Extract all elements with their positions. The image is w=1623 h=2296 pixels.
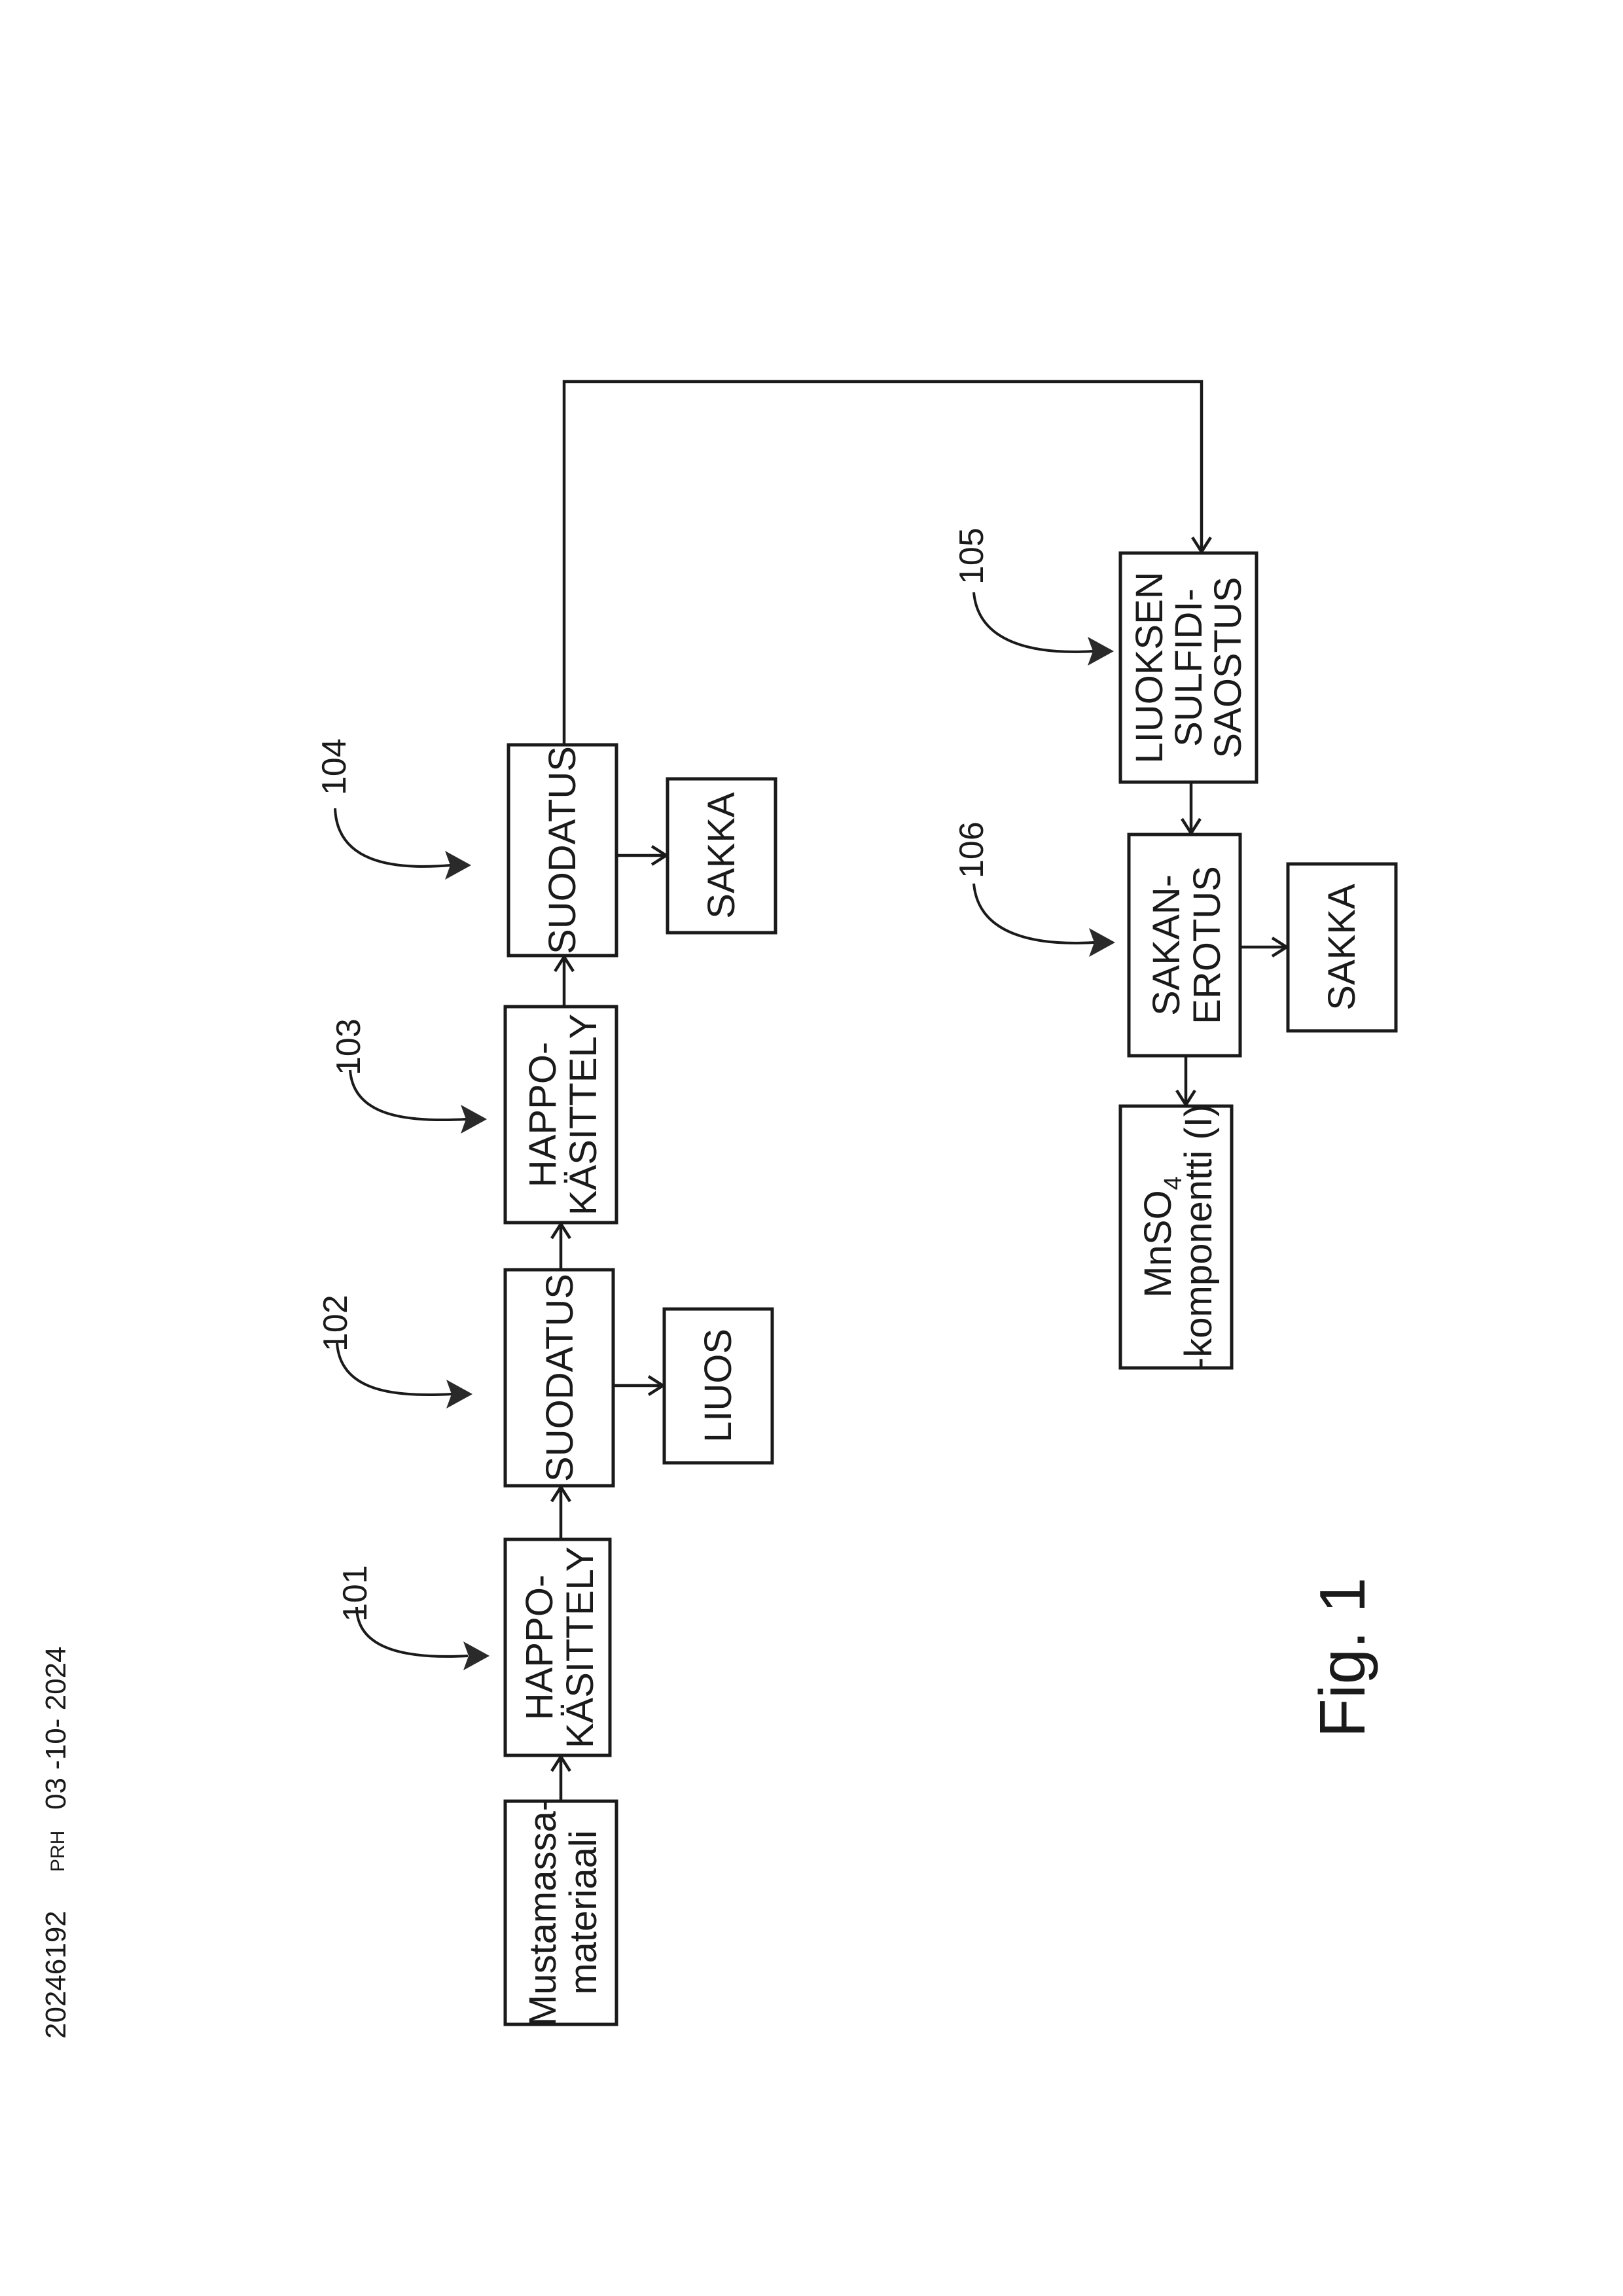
- ref-106-label: 106: [953, 821, 991, 878]
- application-number: 20246192: [40, 1910, 72, 2039]
- node-input-material-line2: materiaali: [562, 1830, 605, 1994]
- node-precipitate-separation: SAKAN- EROTUS: [1129, 834, 1240, 1056]
- node-input-material-line1: Mustamassa-: [522, 1799, 564, 2026]
- ref-103-label: 103: [330, 1018, 368, 1075]
- node-precipitate-2: SAKKA: [1288, 864, 1396, 1031]
- node-input-material: Mustamassa- materiaali: [505, 1799, 616, 2026]
- arrow-separation-to-mnso4: [1177, 1056, 1195, 1105]
- arrow-acid2-to-filtration2: [555, 957, 573, 1007]
- arrow-sulfide-to-separation: [1182, 782, 1200, 833]
- node-filtration-2: SUODATUS: [508, 745, 616, 956]
- node-solution: LIUOS: [664, 1309, 772, 1463]
- node-precipitate-2-label: SAKKA: [1321, 884, 1363, 1011]
- node-filtration-2-label: SUODATUS: [541, 746, 584, 954]
- node-acid-treatment-2-line1: HAPPO-: [522, 1042, 564, 1187]
- node-acid-treatment-1-line1: HAPPO-: [518, 1575, 561, 1720]
- ref-106: 106: [953, 821, 1115, 957]
- node-filtration-1: SUODATUS: [505, 1270, 613, 1486]
- node-sulfide-precipitation-line1: LIUOKSEN: [1128, 571, 1171, 763]
- node-solution-label: LIUOS: [697, 1329, 740, 1443]
- node-precipitate-separation-line1: SAKAN-: [1145, 874, 1188, 1016]
- node-acid-treatment-2-line2: KÄSITTELY: [562, 1014, 605, 1215]
- ref-105-label: 105: [953, 528, 991, 584]
- node-filtration-1-label: SUODATUS: [539, 1274, 581, 1482]
- arrow-filtration1-to-acid2: [552, 1224, 570, 1270]
- node-mnso4-component: MnSO4 -komponentti (I): [1120, 1104, 1232, 1370]
- arrow-separation-to-precipitate2: [1240, 938, 1287, 956]
- document-header: 20246192 PRH 03 -10- 2024: [40, 1646, 72, 2039]
- office-code: PRH: [47, 1831, 69, 1872]
- node-acid-treatment-2: HAPPO- KÄSITTELY: [505, 1007, 616, 1223]
- ref-101: 101: [336, 1565, 490, 1670]
- figure-label: Fig. 1: [1306, 1577, 1378, 1738]
- filing-date: 03 -10- 2024: [40, 1646, 72, 1810]
- node-acid-treatment-1-line2: KÄSITTELY: [559, 1547, 601, 1748]
- arrow-filtration2-to-sulfide-precipitation: [564, 382, 1211, 745]
- ref-102-label: 102: [317, 1295, 355, 1352]
- ref-101-label: 101: [336, 1565, 374, 1622]
- node-precipitate-1-label: SAKKA: [700, 792, 743, 919]
- figure-label-text: Fig. 1: [1306, 1577, 1378, 1738]
- node-precipitate-1: SAKKA: [668, 779, 776, 933]
- node-precipitate-separation-line2: EROTUS: [1186, 866, 1228, 1024]
- arrow-input-to-acid1: [552, 1757, 570, 1801]
- node-sulfide-precipitation-line3: SAOSTUS: [1207, 577, 1249, 758]
- ref-104: 104: [315, 738, 471, 880]
- node-mnso4-component-line2: -komponentti (I): [1177, 1104, 1220, 1370]
- node-acid-treatment-1: HAPPO- KÄSITTELY: [505, 1539, 610, 1755]
- node-sulfide-precipitation: LIUOKSEN SULFIDI- SAOSTUS: [1120, 553, 1257, 782]
- node-sulfide-precipitation-line2: SULFIDI-: [1168, 588, 1210, 747]
- ref-103: 103: [330, 1018, 487, 1134]
- ref-104-label: 104: [315, 738, 353, 795]
- arrow-filtration2-to-precipitate1: [616, 846, 666, 865]
- ref-102: 102: [317, 1295, 473, 1408]
- arrow-acid1-to-filtration1: [552, 1487, 570, 1539]
- arrow-filtration1-to-solution: [613, 1376, 663, 1395]
- ref-105: 105: [953, 528, 1114, 666]
